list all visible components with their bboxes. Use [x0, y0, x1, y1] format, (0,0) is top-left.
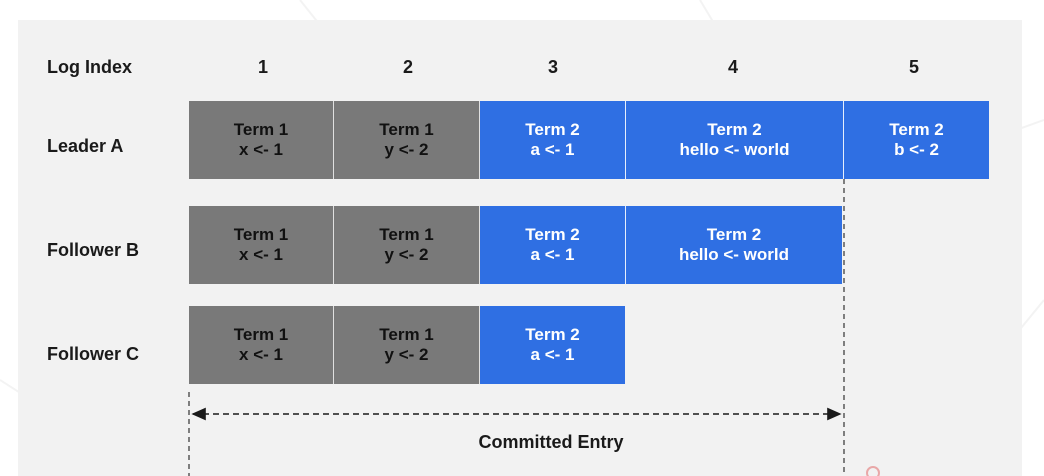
log-index-4: 4 — [727, 57, 738, 77]
entry-term: Term 1 — [379, 325, 434, 344]
entry-term: Term 1 — [379, 120, 434, 139]
corner-logo-mark — [866, 466, 880, 476]
log-entry: Term 2 hello <- world — [626, 101, 844, 179]
entry-command: hello <- world — [678, 245, 790, 264]
log-index-5: 5 — [908, 57, 919, 77]
row-label-follower-c: Follower C — [47, 344, 140, 364]
log-entry: Term 2 hello <- world — [626, 206, 842, 284]
log-index-2: 2 — [402, 57, 413, 77]
log-entry: Term 2 a <- 1 — [480, 206, 626, 284]
log-entry: Term 1 x <- 1 — [189, 306, 334, 384]
log-entry: Term 2 a <- 1 — [480, 101, 626, 179]
entry-term: Term 2 — [707, 120, 762, 139]
log-entry: Term 2 a <- 1 — [480, 306, 625, 384]
log-index-label: Log Index — [47, 57, 132, 77]
entry-command: x <- 1 — [239, 140, 283, 159]
entry-command: x <- 1 — [239, 345, 283, 364]
entry-term: Term 2 — [525, 225, 580, 244]
entry-command: x <- 1 — [239, 245, 283, 264]
log-entry: Term 1 x <- 1 — [189, 101, 334, 179]
log-entry: Term 2 b <- 2 — [844, 101, 989, 179]
entry-command: a <- 1 — [530, 245, 575, 264]
entry-command: a <- 1 — [530, 140, 575, 159]
entry-term: Term 1 — [233, 325, 289, 344]
entry-term: Term 2 — [525, 120, 580, 139]
log-entry: Term 1 y <- 2 — [334, 306, 480, 384]
entry-term: Term 1 — [379, 225, 434, 244]
log-entry: Term 1 y <- 2 — [334, 206, 480, 284]
entry-term: Term 2 — [525, 325, 580, 344]
entry-command: y <- 2 — [384, 345, 429, 364]
log-index-3: 3 — [547, 57, 558, 77]
entry-term: Term 1 — [233, 225, 289, 244]
entry-command: y <- 2 — [384, 140, 429, 159]
log-entry: Term 1 x <- 1 — [189, 206, 334, 284]
entry-command: y <- 2 — [384, 245, 429, 264]
entry-command: b <- 2 — [894, 140, 939, 159]
log-index-1: 1 — [257, 57, 268, 77]
entry-term: Term 2 — [706, 225, 762, 244]
entry-command: hello <- world — [679, 140, 790, 159]
committed-entry-label: Committed Entry — [478, 432, 624, 452]
row-label-leader-a: Leader A — [47, 136, 124, 156]
entry-term: Term 2 — [889, 120, 944, 139]
entry-term: Term 1 — [233, 120, 289, 139]
row-label-follower-b: Follower B — [47, 240, 140, 260]
log-entry: Term 1 y <- 2 — [334, 101, 480, 179]
entry-command: a <- 1 — [530, 345, 575, 364]
